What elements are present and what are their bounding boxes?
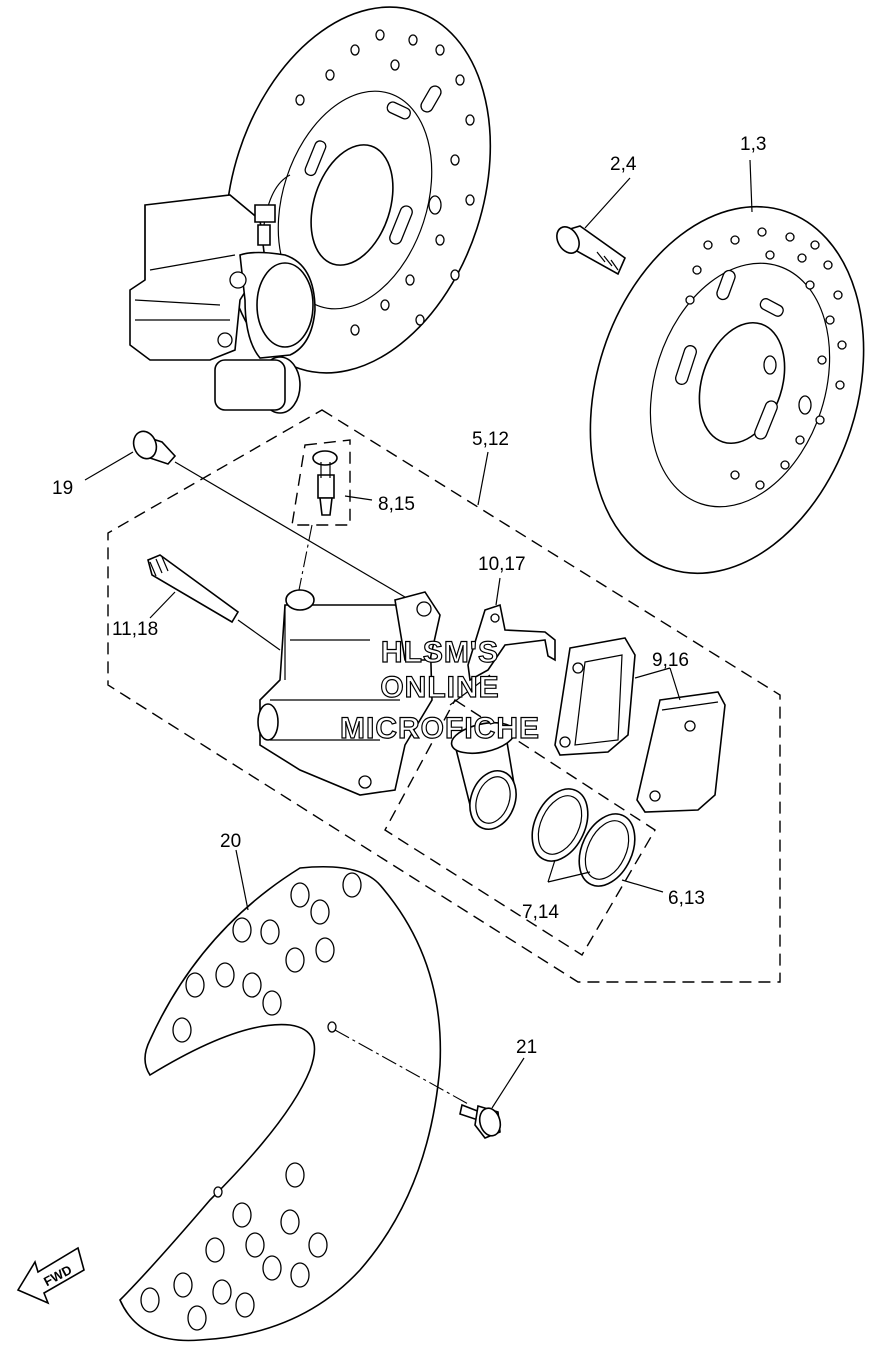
watermark-line-3: MICROFICHE — [340, 712, 540, 745]
pad-spring — [449, 603, 556, 706]
label-disc-bolt: 2,4 — [610, 154, 637, 175]
caliper-assembly-boundary — [107, 409, 781, 983]
disc-guard — [119, 865, 471, 1342]
label-guard-bolt: 21 — [516, 1037, 537, 1058]
guard-bolt — [459, 1103, 502, 1139]
piston-seal-boundary — [384, 698, 656, 956]
caliper-bolt — [132, 430, 411, 601]
label-pad: 9,16 — [652, 650, 689, 671]
label-caliper-assy: 5,12 — [472, 429, 509, 450]
label-caliper-bolt: 19 — [52, 478, 73, 499]
bleed-screw — [291, 439, 351, 596]
watermark-line-2: ONLINE — [380, 671, 499, 704]
piston — [450, 721, 517, 830]
disc-bolt — [556, 225, 626, 276]
caliper-body — [257, 589, 441, 796]
label-bleed-screw: 8,15 — [378, 494, 415, 515]
seal — [531, 788, 636, 887]
label-pin: 11,18 — [112, 619, 158, 640]
label-pad-spring: 10,17 — [478, 554, 526, 575]
label-piston: 6,13 — [668, 888, 705, 909]
brake-disc — [589, 205, 865, 575]
assembled-disc-caliper — [129, 6, 492, 414]
label-guard: 20 — [220, 831, 241, 852]
leader-lines — [84, 159, 753, 1109]
label-disc: 1,3 — [740, 134, 766, 155]
watermark: HLSM'S ONLINE MICROFICHE — [339, 635, 540, 745]
label-seal: 7,14 — [522, 902, 559, 923]
brake-pads — [554, 637, 726, 813]
watermark-line-1: HLSM'S — [381, 636, 499, 669]
fwd-arrow-icon: FWD — [16, 1246, 85, 1305]
slide-pin — [147, 554, 281, 651]
